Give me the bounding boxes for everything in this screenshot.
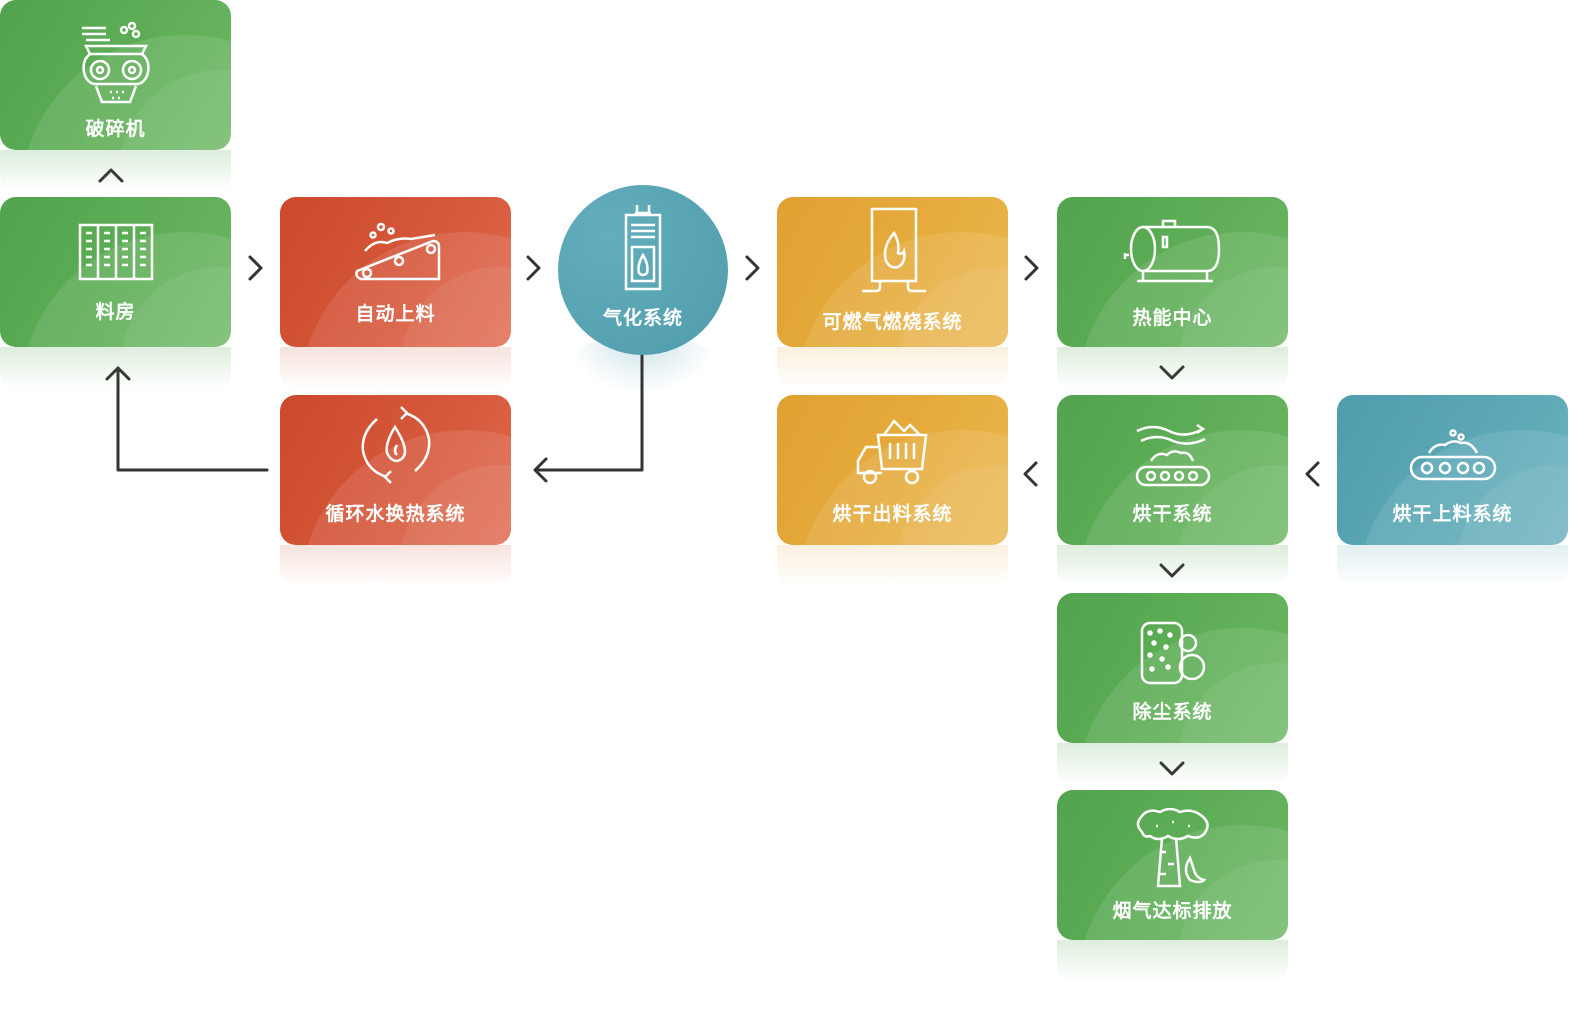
node-label: 热能中心: [1132, 307, 1213, 329]
node-water-loop[interactable]: 循环水换热系统: [280, 395, 511, 587]
node-label: 自动上料: [355, 303, 436, 325]
node-drying-feed[interactable]: 烘干上料系统: [1337, 395, 1568, 587]
node-drying[interactable]: 烘干系统: [1057, 395, 1288, 587]
node-crusher[interactable]: 破碎机: [0, 0, 231, 192]
arrow-right-chevron: [526, 255, 541, 281]
node-label: 循环水换热系统: [325, 503, 466, 525]
drying-conveyor-icon: [1135, 423, 1210, 487]
gasifier-return-line: [534, 353, 644, 472]
node-dust-removal[interactable]: 除尘系统: [1057, 593, 1288, 785]
gasifier-icon: [624, 205, 662, 291]
arrow-left-chevron: [1023, 461, 1038, 487]
node-gasification[interactable]: 气化系统: [558, 185, 728, 395]
node-heat-center[interactable]: 热能中心: [1057, 197, 1288, 389]
arrow-left-chevron: [533, 457, 548, 483]
conveyor-incline-icon: [354, 222, 440, 281]
crusher-icon: [81, 21, 150, 104]
node-label: 可燃气燃烧系统: [822, 311, 963, 333]
node-label: 烘干上料系统: [1392, 503, 1513, 525]
arrow-left-chevron: [1305, 461, 1320, 487]
node-drying-discharge[interactable]: 烘干出料系统: [777, 395, 1008, 587]
node-label: 除尘系统: [1132, 701, 1213, 723]
boiler-tank-icon: [1123, 219, 1220, 283]
node-label: 气化系统: [602, 307, 683, 329]
dump-truck-icon: [856, 419, 927, 485]
arrow-right-chevron: [1024, 255, 1039, 281]
storage-shelves-icon: [78, 223, 153, 281]
node-auto-feed[interactable]: 自动上料: [280, 197, 511, 389]
chimney-smoke-icon: [1136, 808, 1209, 888]
feed-conveyor-icon: [1409, 429, 1496, 481]
node-label: 料房: [95, 301, 136, 323]
dust-filter-icon: [1140, 621, 1205, 685]
node-gas-combustion[interactable]: 可燃气燃烧系统: [777, 197, 1008, 389]
flame-furnace-icon: [861, 207, 926, 293]
node-label: 烘干系统: [1132, 503, 1213, 525]
arrow-right-chevron: [248, 255, 263, 281]
recycle-drop-icon: [361, 406, 430, 484]
arrow-right-chevron: [745, 255, 760, 281]
node-label: 破碎机: [85, 118, 146, 140]
node-label: 烟气达标排放: [1112, 900, 1233, 922]
node-emission[interactable]: 烟气达标排放: [1057, 790, 1288, 982]
node-label: 烘干出料系统: [832, 503, 953, 525]
node-storage[interactable]: 料房: [0, 197, 231, 389]
